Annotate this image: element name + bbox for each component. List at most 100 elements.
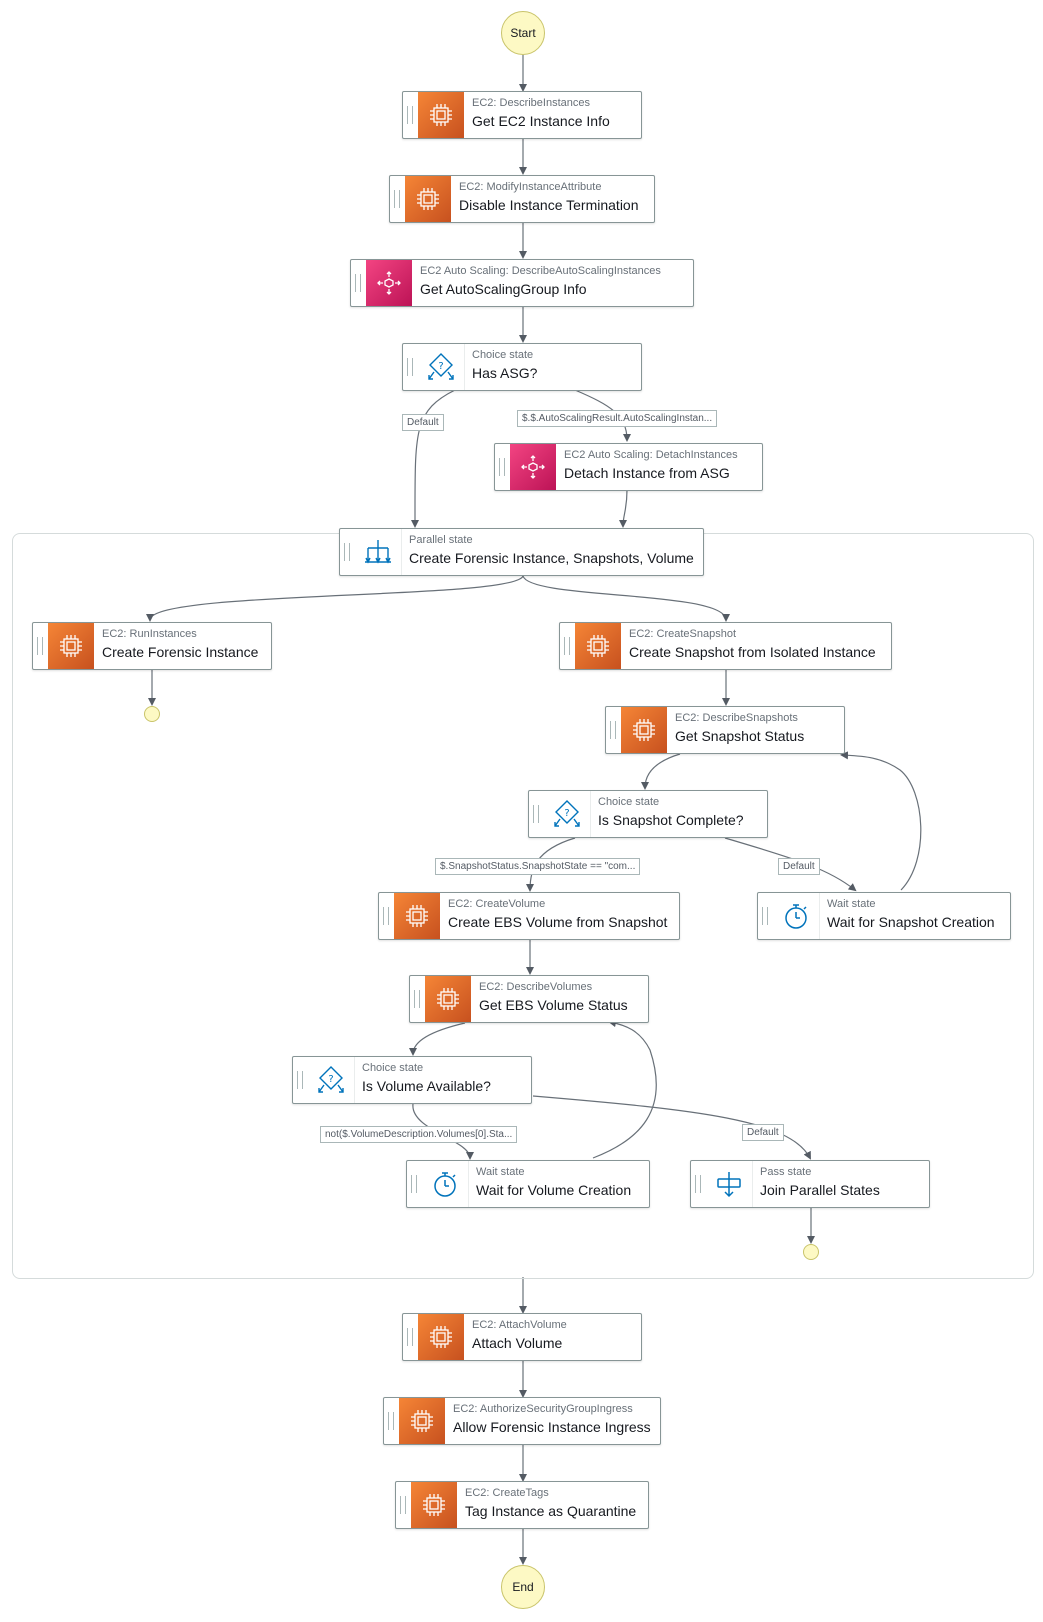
node-label: Create EBS Volume from Snapshot bbox=[448, 914, 668, 930]
node-type: EC2: CreateSnapshot bbox=[629, 628, 737, 640]
node-label: Disable Instance Termination bbox=[459, 197, 639, 213]
edge-label-snapshot-complete: $.SnapshotStatus.SnapshotState == "com..… bbox=[435, 858, 641, 875]
node-get-snapshot-status[interactable]: EC2: DescribeSnapshots Get Snapshot Stat… bbox=[605, 706, 845, 754]
node-detach-instance-from-asg[interactable]: EC2 Auto Scaling: DetachInstances Detach… bbox=[494, 443, 763, 491]
node-label: Has ASG? bbox=[472, 365, 538, 381]
edge-wait-vol-loop bbox=[592, 1019, 657, 1159]
drag-handle[interactable] bbox=[383, 907, 389, 925]
drag-handle[interactable] bbox=[407, 358, 413, 376]
node-get-ebs-volume-status[interactable]: EC2: DescribeVolumes Get EBS Volume Stat… bbox=[409, 975, 649, 1023]
node-type: EC2: DescribeInstances bbox=[472, 97, 590, 109]
start-node[interactable]: Start bbox=[501, 11, 545, 55]
node-label: Tag Instance as Quarantine bbox=[465, 1503, 637, 1519]
node-type: Wait state bbox=[476, 1166, 525, 1178]
auto-scaling-icon bbox=[510, 444, 556, 490]
node-type: Parallel state bbox=[409, 534, 473, 546]
edge-get-vol-avail bbox=[409, 1022, 466, 1056]
node-label: Detach Instance from ASG bbox=[564, 465, 730, 481]
end-node[interactable]: End bbox=[501, 1565, 545, 1609]
drag-handle[interactable] bbox=[564, 637, 570, 655]
node-get-ec2-instance-info[interactable]: EC2: DescribeInstances Get EC2 Instance … bbox=[402, 91, 642, 139]
node-allow-forensic-ingress[interactable]: EC2: AuthorizeSecurityGroupIngress Allow… bbox=[383, 1397, 661, 1445]
choice-icon: ? bbox=[418, 344, 465, 390]
edge-avail-join bbox=[532, 1095, 811, 1160]
edge-has-asg-default bbox=[411, 389, 456, 528]
drag-handle[interactable] bbox=[394, 190, 400, 208]
svg-text:?: ? bbox=[328, 1074, 333, 1085]
edge-label-snapshot-default: Default bbox=[778, 858, 820, 875]
node-type: EC2: CreateVolume bbox=[448, 898, 546, 910]
node-join-parallel-states[interactable]: Pass state Join Parallel States bbox=[690, 1160, 930, 1208]
edge-label-volume-default: Default bbox=[742, 1124, 784, 1141]
node-label: Get Snapshot Status bbox=[675, 728, 805, 744]
ec2-icon bbox=[399, 1398, 445, 1444]
node-is-snapshot-complete[interactable]: ? Choice state Is Snapshot Complete? bbox=[528, 790, 768, 838]
drag-handle[interactable] bbox=[533, 805, 539, 823]
drag-handle[interactable] bbox=[610, 721, 616, 739]
svg-text:?: ? bbox=[564, 808, 569, 819]
node-type: Choice state bbox=[598, 796, 660, 808]
drag-handle[interactable] bbox=[388, 1412, 394, 1430]
auto-scaling-icon bbox=[366, 260, 412, 306]
edge-label-has-asg-default: Default bbox=[402, 414, 444, 431]
edge-get-snap-complete bbox=[641, 753, 681, 790]
node-type: Wait state bbox=[827, 898, 876, 910]
drag-handle[interactable] bbox=[762, 907, 768, 925]
node-get-autoscalinggroup-info[interactable]: EC2 Auto Scaling: DescribeAutoScalingIns… bbox=[350, 259, 694, 307]
drag-handle[interactable] bbox=[407, 106, 413, 124]
drag-handle[interactable] bbox=[355, 274, 361, 292]
node-create-snapshot[interactable]: EC2: CreateSnapshot Create Snapshot from… bbox=[559, 622, 892, 670]
drag-handle[interactable] bbox=[499, 458, 505, 476]
edge-detach-parallel bbox=[619, 489, 628, 528]
node-disable-instance-termination[interactable]: EC2: ModifyInstanceAttribute Disable Ins… bbox=[389, 175, 655, 223]
drag-handle[interactable] bbox=[407, 1328, 413, 1346]
node-label: Join Parallel States bbox=[760, 1182, 880, 1198]
node-label: Get EBS Volume Status bbox=[479, 997, 628, 1013]
drag-handle[interactable] bbox=[37, 637, 43, 655]
node-label: Is Volume Available? bbox=[362, 1078, 491, 1094]
node-type: EC2: CreateTags bbox=[465, 1487, 549, 1499]
node-label: Get EC2 Instance Info bbox=[472, 113, 610, 129]
start-label: Start bbox=[510, 26, 536, 40]
node-wait-for-snapshot[interactable]: Wait state Wait for Snapshot Creation bbox=[757, 892, 1011, 940]
ec2-icon bbox=[418, 92, 464, 138]
drag-handle[interactable] bbox=[297, 1071, 303, 1089]
ec2-icon bbox=[48, 623, 94, 669]
node-type: EC2: AuthorizeSecurityGroupIngress bbox=[453, 1403, 633, 1415]
ec2-icon bbox=[405, 176, 451, 222]
node-has-asg[interactable]: ? Choice state Has ASG? bbox=[402, 343, 642, 391]
drag-handle[interactable] bbox=[414, 990, 420, 1008]
node-create-ebs-volume[interactable]: EC2: CreateVolume Create EBS Volume from… bbox=[378, 892, 680, 940]
stopwatch-icon bbox=[773, 893, 820, 939]
edge-parallel-snap bbox=[522, 575, 730, 622]
node-type: EC2: DescribeVolumes bbox=[479, 981, 593, 993]
drag-handle[interactable] bbox=[695, 1175, 701, 1193]
node-label: Create Forensic Instance, Snapshots, Vol… bbox=[409, 550, 694, 566]
drag-handle[interactable] bbox=[344, 543, 350, 561]
node-create-forensic-instance[interactable]: EC2: RunInstances Create Forensic Instan… bbox=[32, 622, 272, 670]
node-type: EC2 Auto Scaling: DescribeAutoScalingIns… bbox=[420, 265, 661, 277]
edge-wait-snap-loop bbox=[840, 751, 922, 891]
ec2-icon bbox=[418, 1314, 464, 1360]
node-type: EC2 Auto Scaling: DetachInstances bbox=[564, 449, 738, 461]
node-wait-for-volume[interactable]: Wait state Wait for Volume Creation bbox=[406, 1160, 650, 1208]
parallel-icon bbox=[355, 529, 402, 575]
edge-label-volume-not-available: not($.VolumeDescription.Volumes[0].Sta..… bbox=[320, 1126, 518, 1143]
node-label: Get AutoScalingGroup Info bbox=[420, 281, 587, 297]
node-type: Choice state bbox=[362, 1062, 424, 1074]
pass-icon bbox=[706, 1161, 753, 1207]
node-attach-volume[interactable]: EC2: AttachVolume Attach Volume bbox=[402, 1313, 642, 1361]
node-label: Allow Forensic Instance Ingress bbox=[453, 1419, 651, 1435]
ec2-icon bbox=[394, 893, 440, 939]
node-type: EC2: DescribeSnapshots bbox=[675, 712, 798, 724]
node-parallel-state[interactable]: Parallel state Create Forensic Instance,… bbox=[339, 528, 704, 576]
drag-handle[interactable] bbox=[400, 1496, 406, 1514]
node-label: Create Snapshot from Isolated Instance bbox=[629, 644, 876, 660]
choice-icon: ? bbox=[544, 791, 591, 837]
node-is-volume-available[interactable]: ? Choice state Is Volume Available? bbox=[292, 1056, 532, 1104]
branch-end-node bbox=[803, 1244, 819, 1260]
stopwatch-icon bbox=[422, 1161, 469, 1207]
node-tag-instance-quarantine[interactable]: EC2: CreateTags Tag Instance as Quaranti… bbox=[395, 1481, 649, 1529]
node-label: Wait for Snapshot Creation bbox=[827, 914, 995, 930]
drag-handle[interactable] bbox=[411, 1175, 417, 1193]
